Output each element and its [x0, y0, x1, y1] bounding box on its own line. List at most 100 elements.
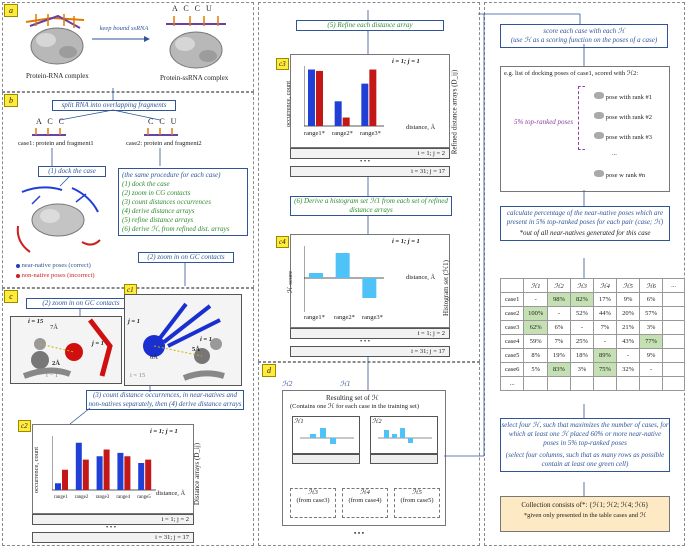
mini-h1-label: ℋ1 — [294, 418, 304, 425]
c2-dots: • • • — [106, 524, 117, 531]
arrow-a — [92, 36, 150, 42]
c3-dots: • • • — [360, 158, 371, 165]
matrix-cell — [639, 376, 664, 391]
panel-a-tag: a — [4, 4, 18, 17]
matrix-cell: 9% — [639, 348, 664, 363]
matrix-cell: 3% — [639, 320, 664, 335]
c2-bar — [103, 449, 110, 490]
protein-ssrna-caption: Protein-ssRNA complex — [160, 74, 229, 82]
c3-bar — [369, 69, 377, 126]
pose-icon — [594, 132, 604, 139]
c3-range-label: range1* — [304, 130, 325, 137]
c1-zoom-drawing — [143, 302, 225, 381]
refine-box: (5) Refine each distance array — [296, 20, 444, 31]
c3-row-2: i = 1; j = 2 — [290, 148, 450, 159]
c2-xlabel: distance, Å — [156, 490, 186, 497]
c2-side-label: Distance arrays (D_ij) — [193, 442, 202, 506]
case1-label: case1: protein and fragment1 — [18, 140, 94, 147]
dock-case-box: (1) dock the case — [38, 166, 106, 177]
matrix-corner — [499, 278, 525, 293]
split-rna-box: split RNA into overlapping fragments — [52, 100, 176, 111]
c2-range-label: range3 — [96, 495, 110, 500]
matrix-cell — [662, 292, 685, 307]
c3-ylabel: occurrence, count — [285, 80, 293, 128]
h4-box: ℋ4 (from case4) — [342, 488, 388, 518]
c3-bar — [316, 70, 323, 126]
procedure-step: (1) dock the case — [122, 180, 170, 188]
c1-5a: 5Å — [192, 346, 200, 353]
matrix-cell: - — [592, 334, 618, 349]
h4-label: ℋ4 — [360, 489, 370, 496]
c-2a: 2Å — [52, 360, 60, 367]
c3-chart — [304, 66, 384, 127]
matrix-cell: 98% — [546, 292, 571, 307]
matrix-cell: - — [569, 320, 595, 335]
matrix-cell: 7% — [546, 334, 571, 349]
matrix-row: case2 100% - 52% 44% 20% 57% — [499, 306, 685, 321]
docked-poses-image — [16, 186, 101, 253]
matrix-cell — [662, 376, 685, 391]
c1-6a: 6Å — [150, 354, 158, 361]
score-box: score each case with each ℋ (use ℋ as a … — [500, 24, 668, 48]
d-h1-arrow-label: ℋ1 — [340, 380, 351, 388]
c3-range-label: range3* — [360, 130, 381, 137]
matrix-cell: 83% — [546, 362, 571, 377]
legend-non-label: non-native poses (incorrect) — [21, 272, 95, 279]
c4-side-label: Histogram set (ℋ1) — [441, 260, 450, 316]
procedure-title: (the same procedure for each case) — [122, 171, 221, 179]
c3-row-3: i = 31; j = 17 — [290, 166, 450, 177]
zoom-gc-box-c: (2) zoom in on GC contacts — [26, 298, 136, 309]
matrix-col-header: ℋ1 — [523, 278, 548, 293]
matrix-row-label: case2 — [499, 306, 525, 321]
c3-side-label: Refined distance arrays (D_ij) — [450, 69, 459, 155]
c4-xlabel: distance, Å — [406, 274, 436, 281]
matrix-col-header: ℋ6 — [639, 278, 664, 293]
collection-box: Collection consists of*: {ℋ1; ℋ2; ℋ4; ℋ6… — [500, 496, 670, 532]
contact-zoom-drawing — [22, 318, 113, 379]
panel-d-tag: d — [262, 364, 276, 377]
matrix-row: ... — [499, 376, 685, 391]
c4-tag: c4 — [276, 236, 289, 248]
matrix-cell — [546, 376, 571, 391]
matrix-cell: 25% — [569, 334, 595, 349]
c3-bar — [334, 101, 342, 126]
h4-sub: (from case4) — [348, 497, 382, 504]
matrix-cell: 82% — [569, 292, 595, 307]
matrix-row-label: case5 — [499, 348, 525, 363]
matrix-cell: 89% — [592, 348, 618, 363]
matrix-row: case6 5% 83% 3% 75% 32% - — [499, 362, 685, 377]
procedure-step: (4) derive distance arrays — [122, 207, 195, 215]
matrix-cell: 57% — [639, 306, 664, 321]
select-note: (select four columns, such that as many … — [505, 451, 665, 468]
keep-bound-label: keep bound ssRNA — [99, 25, 149, 32]
fragments-image — [32, 128, 178, 136]
c2-bar — [96, 456, 103, 490]
matrix-cell: 100% — [523, 306, 548, 321]
poses-list-title: e.g. list of docking poses of case1, sco… — [504, 70, 639, 77]
matrix-cell: 6% — [639, 292, 664, 307]
c4-ylabel: ℋ-score — [287, 270, 295, 294]
top-ranked-label: 5% top-ranked poses — [514, 118, 574, 126]
matrix-cell: - — [523, 292, 548, 307]
pose-ellipsis: ... — [612, 150, 617, 157]
c2-panel — [32, 424, 194, 514]
matrix-col-header: ℋ4 — [592, 278, 618, 293]
non-native-dot-icon — [16, 273, 20, 278]
c4-range-label: range1* — [304, 314, 325, 321]
top-ranked-bracket — [578, 86, 585, 150]
matrix-col-header: ℋ3 — [569, 278, 595, 293]
select-text: select four ℋ, such that maximizes the n… — [501, 421, 669, 447]
legend-near-label: near-native poses (correct) — [21, 262, 91, 269]
protein-rna-caption: Protein-RNA complex — [26, 72, 89, 80]
matrix-cell — [616, 376, 641, 391]
c2-bar — [124, 456, 131, 490]
c1-j1: j = 1 — [128, 318, 141, 325]
mini-h2-label: ℋ2 — [372, 418, 382, 425]
zoom-gc-box-b: (2) zoom in on GC contacts — [138, 252, 234, 263]
matrix-row: case4 59% 7% 25% - 43% 77% — [499, 334, 685, 349]
matrix-cell — [662, 334, 685, 349]
select-box: select four ℋ, such that maximizes the n… — [500, 418, 670, 472]
panel-b-tag: b — [4, 94, 18, 107]
c3-bar — [342, 117, 350, 126]
